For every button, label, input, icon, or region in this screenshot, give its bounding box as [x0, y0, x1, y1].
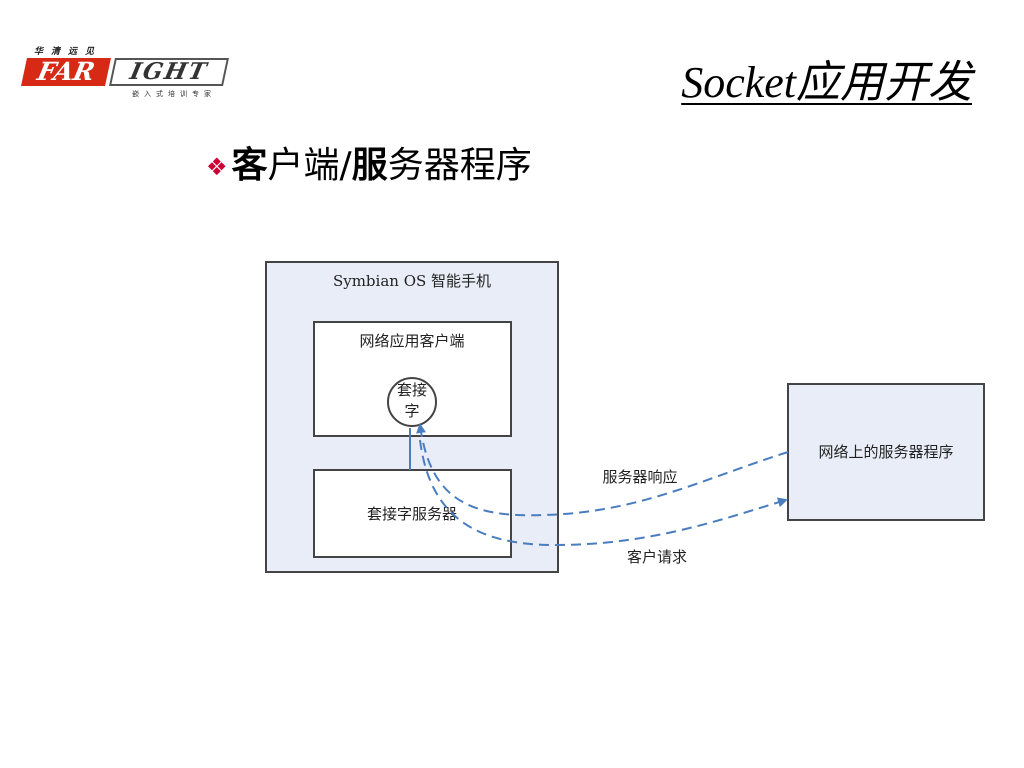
company-logo: 华清远见 FAR IGHT 嵌入式培训专家: [21, 44, 229, 102]
bullet-text-a: 户端/: [267, 145, 352, 186]
socket-label-line2: 字: [404, 402, 419, 420]
bullet-bold-char-2: 服: [351, 145, 388, 186]
slide-title: Socket应用开发: [681, 58, 972, 107]
logo-tagline: 嵌入式培训专家: [132, 90, 216, 98]
socket-server-box: [313, 469, 512, 558]
request-label: 客户请求: [627, 548, 687, 566]
socket-server-label: 套接字服务器: [367, 505, 457, 523]
bullet-line: ❖客户端/服务器程序: [206, 136, 532, 188]
client-title: 网络应用客户端: [359, 332, 464, 350]
bullet-diamond-icon: ❖: [206, 153, 228, 181]
response-label: 服务器响应: [602, 468, 677, 486]
socket-label-line1: 套接: [397, 381, 427, 399]
request-arrow: [419, 439, 788, 547]
socket-circle: [387, 377, 437, 427]
phone-title: Symbian OS 智能手机: [333, 272, 491, 290]
logo-top-text: 华清远见: [34, 47, 103, 57]
remote-server-label: 网络上的服务器程序: [818, 443, 953, 461]
bullet-text-b: 务器程序: [387, 145, 532, 186]
bullet-bold-char: 客: [231, 145, 268, 186]
